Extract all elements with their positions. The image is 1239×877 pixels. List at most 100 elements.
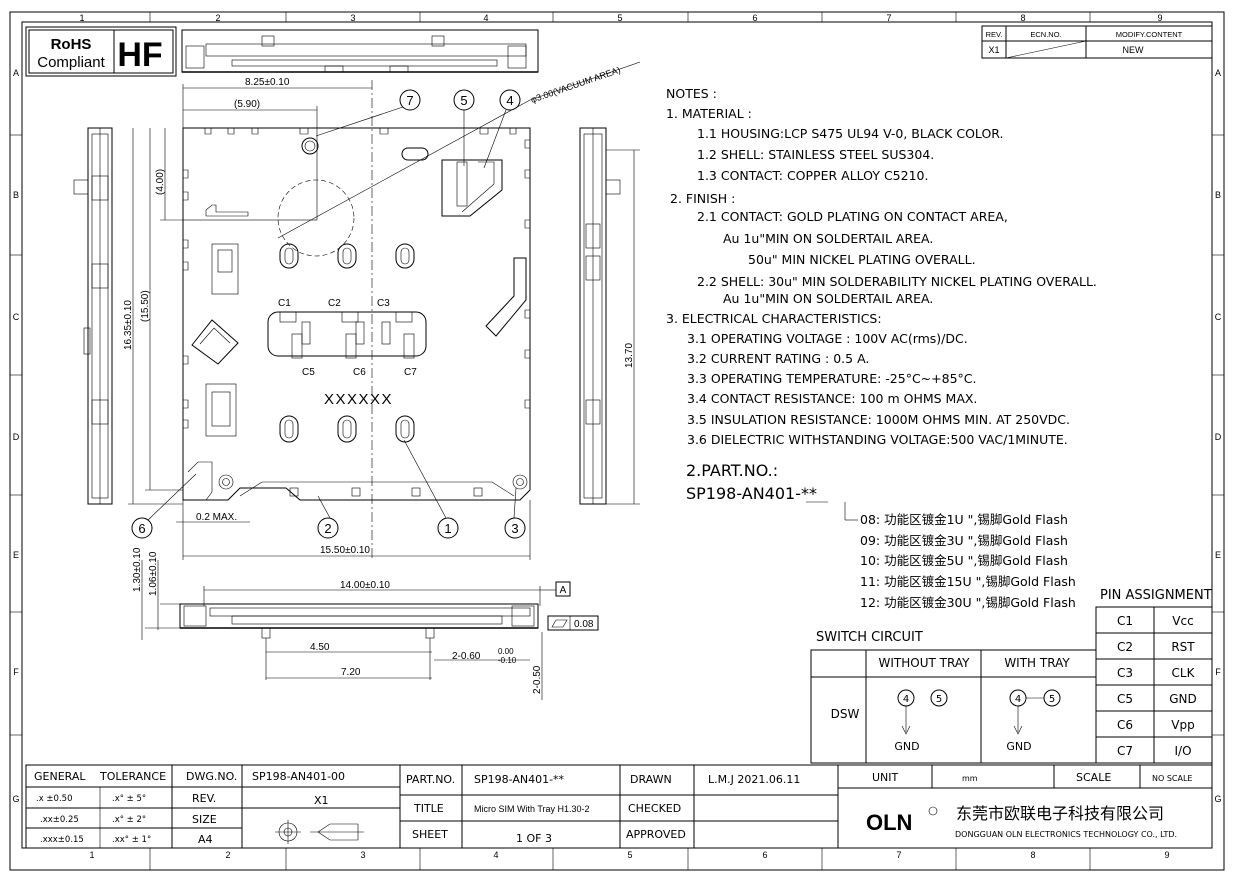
pin-name: C7 (1117, 744, 1133, 758)
title-value: Micro SIM With Tray H1.30-2 (474, 804, 590, 814)
tolerance-label: TOLERANCE (99, 770, 166, 783)
row-letter: B (13, 190, 19, 200)
dim-2-0-60: 2-0.60 (452, 651, 481, 662)
row-letter: C (1215, 312, 1222, 322)
dim-height-13-70: 13.70 (624, 343, 635, 368)
part-option: 11: 功能区镀金15U ",锡脚Gold Flash (860, 574, 1076, 589)
row-letters-right: A B C D E F G (1214, 68, 1221, 804)
dim-height-15-50: (15.50) (140, 290, 151, 322)
note-line: Au 1u"MIN ON SOLDERTAIL AREA. (723, 291, 933, 306)
row-letter: A (1215, 68, 1221, 78)
col-number: 5 (617, 13, 622, 23)
tol-row: .xxx±0.15 (40, 835, 84, 845)
column-numbers-bottom: 1 2 3 4 5 6 7 8 9 (89, 850, 1169, 860)
flatness-tolerance: 0.08 (574, 619, 594, 630)
contact-label-c7: C7 (404, 367, 417, 378)
dim-2-0-50: 2-0.50 (532, 665, 543, 694)
unit-value: mm (962, 774, 978, 783)
gnd-label: GND (894, 740, 919, 753)
note-line: 50u" MIN NICKEL PLATING OVERALL. (748, 252, 976, 267)
dim-height-1-30: 1.30±0.10 (132, 547, 143, 592)
part-number-block: 2.PART.NO.: SP198-AN401-** 08: 功能区镀金1U "… (686, 461, 1076, 610)
note-line: 3.3 OPERATING TEMPERATURE: -25°C~+85°C. (687, 371, 976, 386)
modify-header: MODIFY.CONTENT (1116, 30, 1183, 39)
notes-block: NOTES : 1. MATERIAL : 1.1 HOUSING:LCP S4… (666, 86, 1097, 447)
balloon-4: 4 (506, 93, 513, 108)
col-number: 3 (350, 13, 355, 23)
dim-width-14-00: 14.00±0.10 (340, 580, 390, 591)
part-option: 12: 功能区镀金30U ",锡脚Gold Flash (860, 595, 1076, 610)
note-line: 1.2 SHELL: STAINLESS STEEL SUS304. (697, 147, 934, 162)
part-no-title: 2.PART.NO.: (686, 461, 778, 480)
dim-tol-lower: -0.10 (498, 656, 517, 665)
switch-circuit-title: SWITCH CIRCUIT (816, 630, 923, 645)
note-line: 1. MATERIAL : (666, 106, 752, 121)
tol-row: .x° ± 5° (112, 794, 146, 804)
main-top-view (182, 80, 531, 560)
contact-label-c6: C6 (353, 367, 366, 378)
pin-assignment-title: PIN ASSIGNMENT (1100, 588, 1212, 603)
col-number: 6 (752, 13, 757, 23)
dim-tol-upper: 0.00 (498, 647, 514, 656)
col-number: 7 (896, 850, 901, 860)
company-name-cn: 东莞市欧联电子科技有限公司 (956, 804, 1164, 823)
col-number: 9 (1157, 13, 1162, 23)
pin-name: C1 (1117, 614, 1133, 628)
rev-value: X1 (314, 794, 329, 807)
title-label: TITLE (413, 802, 444, 815)
approved-label: APPROVED (626, 828, 686, 841)
row-letter: G (1214, 794, 1221, 804)
dwg-no-label: DWG.NO. (186, 770, 237, 783)
pin-assignment-table: PIN ASSIGNMENT C1 Vcc C2 RST C3 CLK C5 G… (1095, 588, 1213, 764)
pin-signal: CLK (1172, 666, 1196, 680)
part-marking: XXXXXX (324, 391, 393, 408)
dwg-no-value: SP198-AN401-00 (252, 770, 345, 783)
top-side-view (181, 29, 539, 73)
col-number: 3 (360, 850, 365, 860)
row-letters-left: A B C D E F G (12, 68, 19, 804)
row-letter: D (13, 432, 20, 442)
rev-label: REV. (192, 792, 216, 805)
scale-label: SCALE (1076, 771, 1111, 784)
col-number: 1 (89, 850, 94, 860)
compliant-label: Compliant (37, 54, 105, 71)
balloon-5: 5 (460, 93, 467, 108)
balloon-2: 2 (324, 521, 331, 536)
row-letter: F (13, 667, 19, 677)
note-line: 3.6 DIELECTRIC WITHSTANDING VOLTAGE:500 … (687, 432, 1068, 447)
dim-height-16-35: 16.35±0.10 (123, 300, 134, 350)
part-option: 08: 功能区镀金1U ",锡脚Gold Flash (860, 512, 1068, 527)
note-line: 3.4 CONTACT RESISTANCE: 100 m OHMS MAX. (687, 391, 977, 406)
note-line: 2. FINISH : (670, 191, 735, 206)
dsw-label: DSW (831, 707, 860, 721)
row-letter: E (1215, 550, 1221, 560)
pin-name: C3 (1117, 666, 1133, 680)
dim-width-8-25: 8.25±0.10 (245, 77, 290, 88)
pin-signal: RST (1171, 640, 1195, 654)
part-no-value: SP198-AN401-** (474, 773, 565, 786)
tol-row: .x° ± 2° (112, 815, 146, 825)
size-label: SIZE (192, 813, 217, 826)
sheet-value: 1 OF 3 (516, 832, 552, 845)
note-line: 3.5 INSULATION RESISTANCE: 1000M OHMS MI… (687, 412, 1070, 427)
balloon-callouts (131, 89, 526, 539)
row-letter: D (1215, 432, 1222, 442)
row-letter: F (1215, 667, 1221, 677)
note-line: 3.2 CURRENT RATING : 0.5 A. (687, 351, 869, 366)
right-side-view (579, 127, 621, 505)
col-number: 5 (627, 850, 632, 860)
bottom-side-view (179, 603, 539, 639)
vacuum-area-label: φ3.00(VACUUM AREA) (529, 65, 621, 105)
note-line: 2.1 CONTACT: GOLD PLATING ON CONTACT ARE… (697, 209, 1008, 224)
dim-height-1-06: 1.06±0.10 (148, 551, 159, 596)
note-line: 1.3 CONTACT: COPPER ALLOY C5210. (697, 168, 928, 183)
switch-pin-b: 5 (936, 694, 942, 705)
contact-labels: C1 C2 C3 C5 C6 C7 (278, 298, 417, 378)
switch-pin-a: 4 (1015, 694, 1021, 705)
col-number: 2 (225, 850, 230, 860)
with-tray-header: WITH TRAY (1004, 656, 1070, 670)
pin-signal: GND (1169, 692, 1197, 706)
gnd-label: GND (1006, 740, 1031, 753)
modify-value: NEW (1123, 45, 1145, 55)
